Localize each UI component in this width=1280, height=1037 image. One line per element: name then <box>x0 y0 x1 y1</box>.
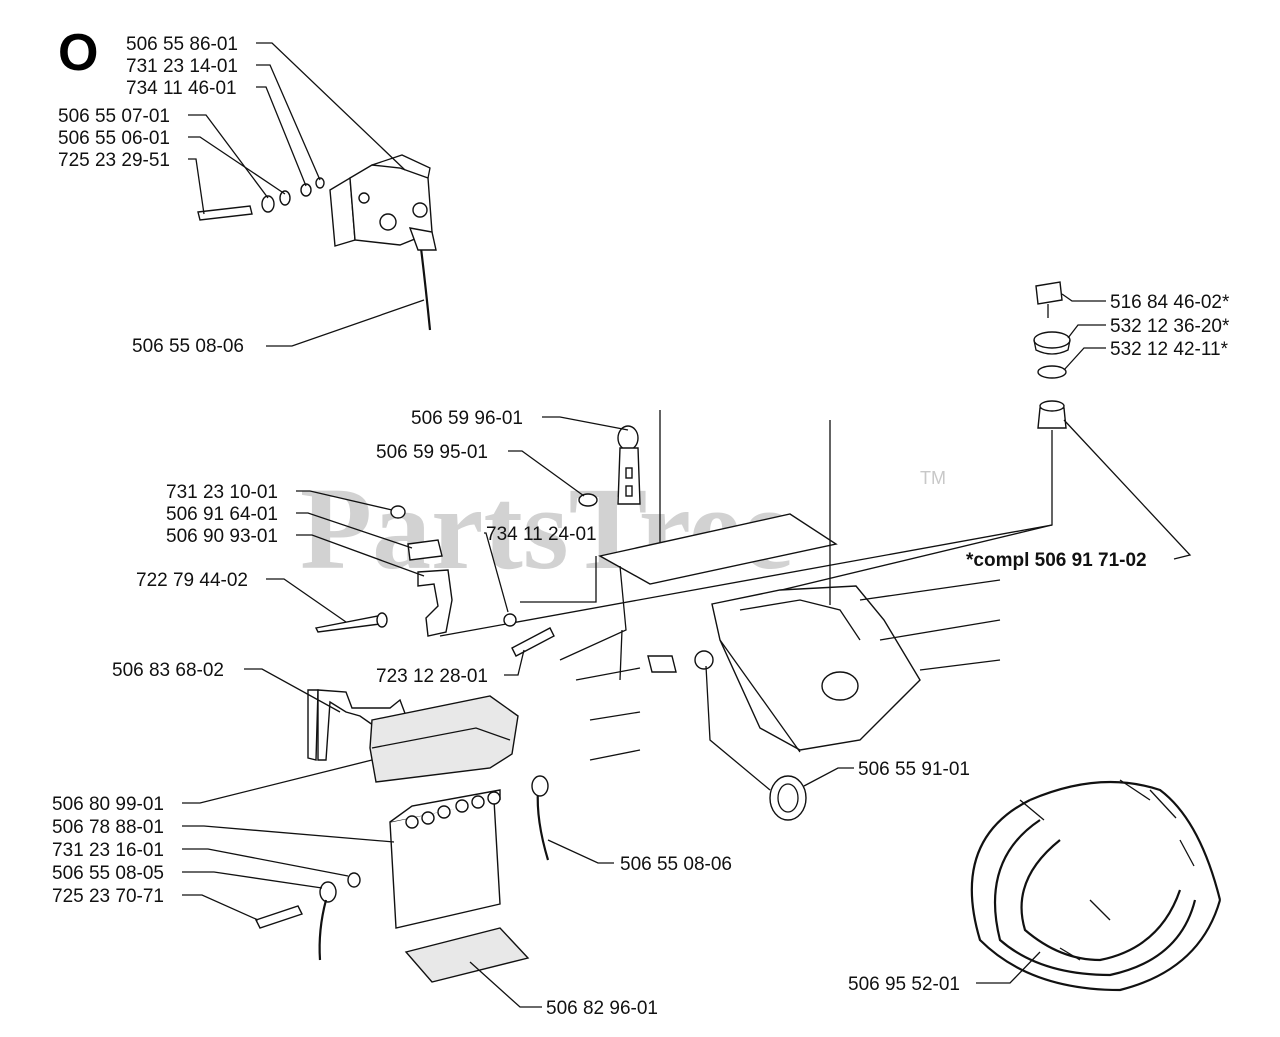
label-screw-725-23-29: 725 23 29-51 <box>58 150 170 171</box>
frame-drawing <box>439 410 1053 761</box>
microswitch-shape <box>407 539 443 561</box>
label-nut-731-23-14: 731 23 14-01 <box>126 56 238 77</box>
label-cable-top: 506 55 08-06 <box>132 336 244 357</box>
grommet-shape <box>769 775 807 821</box>
label-nut-731-23-16: 731 23 16-01 <box>52 840 164 861</box>
steering-column-housing <box>711 585 921 751</box>
wiring-harness-drawing <box>970 779 1222 992</box>
cable-top-wire <box>418 239 432 331</box>
bushing-shape <box>279 190 291 206</box>
label-bracket: 506 90 93-01 <box>166 526 278 547</box>
label-nut-731-23-10: 731 23 10-01 <box>166 482 278 503</box>
relay-assembly-drawing <box>197 154 437 331</box>
bracket-shape <box>417 569 453 637</box>
label-battery: 506 78 88-01 <box>52 817 164 838</box>
grommet-hole <box>694 650 714 670</box>
label-cable-right: 506 55 08-06 <box>620 854 732 875</box>
label-washer-734-11-46: 734 11 46-01 <box>126 78 237 99</box>
cable-right-eyelet <box>531 775 549 797</box>
relay-body <box>349 164 433 246</box>
label-washer-734-11-24: 734 11 24-01 <box>486 524 597 545</box>
label-rivet: 722 79 44-02 <box>136 570 248 591</box>
label-screw-725-23-70: 725 23 70-71 <box>52 886 164 907</box>
nut-shape <box>315 177 325 189</box>
label-battery-cover: 506 80 99-01 <box>52 794 164 815</box>
label-spacer-506-55-07: 506 55 07-01 <box>58 106 170 127</box>
microswitch-assembly-drawing <box>314 505 555 657</box>
ignition-switch-drawing <box>1033 281 1071 429</box>
relay-terminal <box>379 213 397 231</box>
harness-loop-outer <box>970 799 1222 992</box>
battery-pad-shape <box>404 927 530 983</box>
label-bushing-506-55-06: 506 55 06-01 <box>58 128 170 149</box>
label-switch-complete: *compl 506 91 71-02 <box>966 550 1147 571</box>
washer-734-11-24-shape <box>503 613 517 627</box>
label-microswitch: 506 91 64-01 <box>166 504 278 525</box>
cable-right-wire <box>536 789 550 861</box>
label-cable-bottom: 506 55 08-05 <box>52 863 164 884</box>
washer-shape <box>300 183 312 197</box>
label-grommet: 506 55 91-01 <box>858 759 970 780</box>
label-knob: 506 59 96-01 <box>411 408 523 429</box>
battery-assembly-drawing <box>255 689 550 983</box>
label-washer-532-12-42: 532 12 42-11* <box>1110 339 1229 360</box>
watermark: PartsTree <box>300 463 794 594</box>
battery-cover-shape <box>369 695 519 783</box>
spacer-shape <box>261 195 275 213</box>
label-key: 516 84 46-02* <box>1110 292 1230 313</box>
label-nut-532-12-36: 532 12 36-20* <box>1110 316 1230 337</box>
control-plate <box>598 513 838 585</box>
switch-washer <box>1037 365 1067 379</box>
label-battery-pad: 506 82 96-01 <box>546 998 658 1019</box>
cable-top-eyelet <box>408 227 437 251</box>
label-knob-stop: 506 59 95-01 <box>376 442 488 463</box>
trademark: TM <box>920 468 946 488</box>
rivet-shape <box>314 615 381 633</box>
label-screw-723-12-28: 723 12 28-01 <box>376 666 488 687</box>
battery-strap-shape <box>307 689 319 761</box>
knob-stop <box>578 493 598 507</box>
screw-723-12-28-shape <box>511 627 555 657</box>
nut-731-23-10-shape <box>390 505 406 519</box>
switch-nut <box>1033 331 1071 349</box>
steering-shaft-opening <box>821 671 859 701</box>
label-relay: 506 55 86-01 <box>126 34 238 55</box>
cable-bottom-eyelet <box>319 881 337 903</box>
label-wiring-harness: 506 95 52-01 <box>848 974 960 995</box>
nut-731-23-16-shape <box>347 872 361 888</box>
label-battery-strap: 506 83 68-02 <box>112 660 224 681</box>
relay-terminal <box>412 202 428 218</box>
grommet-drawing <box>705 665 807 821</box>
screw-725-23-29-shape <box>197 205 253 221</box>
screw-725-23-70-shape <box>255 905 303 929</box>
ignition-key <box>1035 281 1063 305</box>
cable-bottom-wire <box>318 899 328 961</box>
section-letter: O <box>58 24 98 82</box>
